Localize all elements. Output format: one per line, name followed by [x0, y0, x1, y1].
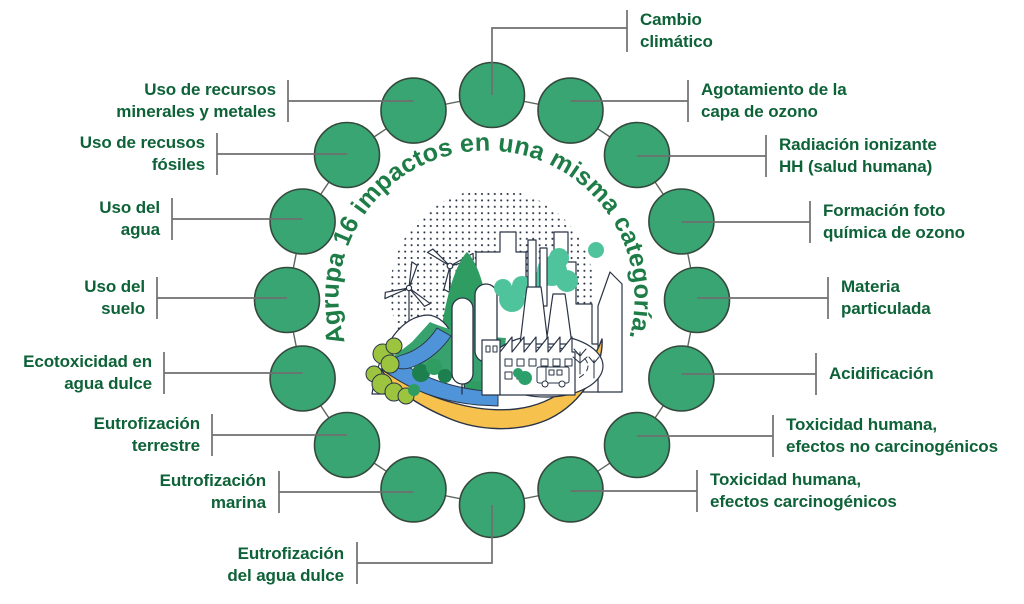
impact-label-formacion-fotoquimica-ozono: Formación foto química de ozono	[823, 200, 965, 244]
impact-label-line: Eutrofización	[237, 544, 344, 564]
impact-node-toxicidad-carcinogenicos	[537, 456, 604, 523]
impact-label-line: Eutrofización	[93, 414, 200, 434]
connector-materia-particulada	[697, 277, 829, 319]
impact-label-line: Uso de recusos	[79, 133, 205, 153]
connector-agotamiento-capa-ozono	[570, 80, 689, 122]
impact-label-uso-del-agua: Uso del agua	[99, 197, 160, 241]
street-trees	[572, 348, 600, 379]
impact-label-uso-recursos-minerales: Uso de recursos minerales y metales	[116, 79, 276, 123]
impact-node-uso-del-suelo	[253, 266, 321, 334]
center-illustration	[365, 189, 623, 430]
impact-label-line: fósiles	[151, 155, 205, 174]
impact-label-eutrofizacion-agua-dulce: Eutrofización del agua dulce	[227, 543, 344, 587]
connector-toxicidad-no-carcinogenicos	[637, 415, 774, 457]
impact-label-line: Acidificación	[829, 364, 934, 384]
impact-label-line: minerales y metales	[116, 102, 276, 121]
impact-label-toxicidad-carcinogenicos: Toxicidad humana, efectos carcinogénicos	[710, 469, 897, 513]
impact-node-toxicidad-no-carcinogenicos	[603, 411, 671, 479]
impact-label-materia-particulada: Materia particulada	[841, 276, 931, 320]
impact-label-acidificacion: Acidificación	[829, 363, 934, 385]
label-connectors	[156, 10, 829, 584]
cooling-tower	[545, 293, 573, 345]
connector-formacion-fotoquimica-ozono	[681, 201, 811, 243]
connector-uso-recusos-fosiles	[216, 133, 347, 175]
bushes	[365, 337, 415, 405]
connector-acidificacion	[681, 353, 817, 395]
connector-cambio-climatico	[491, 10, 628, 95]
connector-uso-del-agua	[171, 198, 303, 240]
impact-label-uso-recusos-fosiles: Uso de recusos fósiles	[80, 132, 205, 176]
impact-label-line: capa de ozono	[701, 102, 818, 121]
impact-label-line: del agua dulce	[227, 566, 344, 585]
connector-uso-del-suelo	[156, 277, 287, 319]
impact-label-line: Materia	[841, 277, 900, 297]
impact-node-ecotoxicidad-agua-dulce	[269, 345, 336, 412]
impact-label-line: Agotamiento de la	[701, 80, 847, 100]
impact-label-line: HH (salud humana)	[779, 157, 933, 176]
impact-label-line: Ecotoxicidad en	[23, 352, 152, 372]
impact-label-line: particulada	[841, 299, 931, 318]
cooling-tower	[519, 286, 549, 345]
connector-eutrofizacion-marina	[278, 471, 414, 513]
impact-label-line: Radiación ionizante	[779, 135, 937, 155]
impact-label-line: Cambio	[640, 10, 702, 30]
impact-label-line: marina	[210, 493, 266, 512]
impact-label-line: terrestre	[131, 436, 200, 455]
impact-node-radiacion-ionizante	[603, 121, 671, 189]
impact-label-line: química de ozono	[823, 223, 965, 242]
connector-toxicidad-carcinogenicos	[570, 470, 698, 512]
impact-node-eutrofizacion-terrestre	[313, 411, 381, 479]
impact-label-agotamiento-capa-ozono: Agotamiento de la capa de ozono	[701, 79, 847, 123]
impact-label-line: agua	[120, 220, 160, 239]
impact-label-line: Eutrofización	[159, 471, 266, 491]
impact-node-agotamiento-capa-ozono	[537, 77, 604, 144]
connector-eutrofizacion-terrestre	[211, 414, 347, 456]
impact-label-line: efectos no carcinogénicos	[786, 437, 998, 456]
impact-label-ecotoxicidad-agua-dulce: Ecotoxicidad en agua dulce	[23, 351, 152, 395]
impact-node-materia-particulada	[663, 266, 731, 334]
impact-label-line: Uso del	[84, 277, 145, 297]
impact-label-line: suelo	[101, 299, 145, 318]
impact-label-line: Uso del	[99, 198, 160, 218]
impact-label-eutrofizacion-terrestre: Eutrofización terrestre	[94, 413, 200, 457]
impact-label-uso-del-suelo: Uso del suelo	[84, 276, 145, 320]
connector-radiacion-ionizante	[637, 135, 767, 177]
connector-uso-recursos-minerales	[287, 80, 414, 122]
impact-label-line: agua dulce	[64, 374, 152, 393]
impact-label-line: climático	[640, 32, 713, 51]
impact-label-line: Formación foto	[823, 201, 946, 221]
impact-node-uso-recursos-minerales	[380, 77, 447, 144]
factory-bush	[513, 368, 532, 385]
impact-label-radiacion-ionizante: Radiación ionizante HH (salud humana)	[779, 134, 937, 178]
impact-label-line: Toxicidad humana,	[786, 415, 938, 435]
impact-node-uso-recusos-fosiles	[313, 121, 381, 189]
impact-nodes	[253, 61, 731, 539]
impact-label-toxicidad-no-carcinogenicos: Toxicidad humana, efectos no carcinogéni…	[786, 414, 998, 458]
impact-node-uso-del-agua	[269, 188, 336, 255]
impact-node-eutrofizacion-marina	[380, 456, 447, 523]
round-trees	[408, 359, 452, 396]
bus	[536, 366, 570, 388]
impact-label-cambio-climatico: Cambio climático	[640, 9, 713, 53]
impact-label-line: Toxicidad humana,	[710, 470, 862, 490]
impact-label-line: efectos carcinogénicos	[710, 492, 897, 511]
impact-node-acidificacion	[648, 345, 715, 412]
connector-eutrofizacion-agua-dulce	[356, 505, 493, 584]
connector-ecotoxicidad-agua-dulce	[163, 352, 303, 394]
impact-label-eutrofizacion-marina: Eutrofización marina	[160, 470, 266, 514]
impact-label-line: Uso de recursos	[144, 80, 276, 100]
